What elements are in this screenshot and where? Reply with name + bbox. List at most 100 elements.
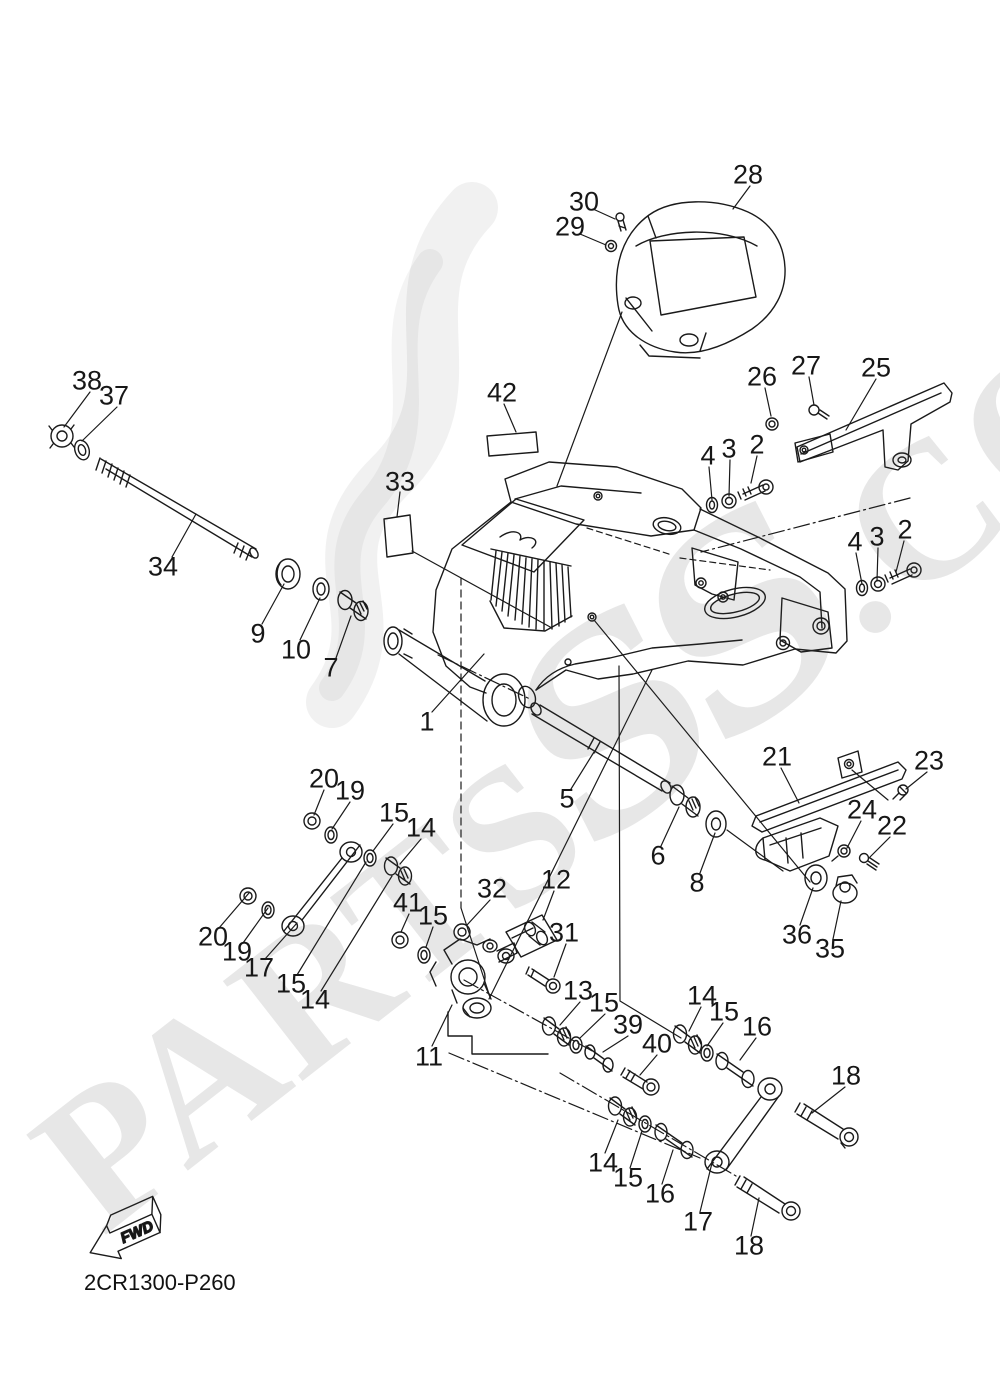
link-arm-17-right (704, 1077, 783, 1174)
needle-bearing-14-c (607, 1096, 638, 1127)
needle-bearing-13 (541, 1016, 572, 1047)
part-label-16: 16 (741, 1011, 773, 1042)
part-label-28: 28 (732, 159, 764, 190)
part-label-2: 2 (897, 514, 913, 545)
guard-screw-27 (808, 404, 830, 420)
washer-8 (705, 810, 727, 838)
washer-37 (73, 439, 91, 461)
part-label-13: 13 (562, 975, 594, 1006)
part-label-17: 17 (243, 952, 275, 983)
part-label-9: 9 (250, 618, 266, 649)
part-label-27: 27 (790, 350, 822, 381)
part-label-34: 34 (147, 551, 179, 582)
castle-nut-38 (48, 424, 75, 449)
part-label-35: 35 (814, 933, 846, 964)
part-label-10: 10 (280, 634, 312, 665)
part-label-16: 16 (644, 1178, 676, 1209)
part-label-26: 26 (746, 361, 778, 392)
part-label-2: 2 (749, 429, 765, 460)
part-label-38: 38 (71, 365, 103, 396)
washer-15-f (638, 1115, 652, 1133)
part-label-7: 7 (323, 652, 339, 683)
cover-bolt-29 (604, 239, 618, 253)
part-label-15: 15 (417, 900, 449, 931)
part-label-19: 19 (221, 936, 253, 967)
label-sticker-42 (486, 431, 539, 457)
part-label-4: 4 (700, 440, 716, 471)
part-label-32: 32 (476, 873, 508, 904)
part-label-14: 14 (405, 812, 437, 843)
cover-screw-30 (615, 212, 627, 232)
nut-20-b (239, 887, 257, 905)
guide-bolt-24 (831, 844, 851, 862)
part-label-1: 1 (419, 706, 435, 737)
watermark-swoosh (306, 182, 498, 728)
part-label-19: 19 (334, 775, 366, 806)
part-label-18: 18 (733, 1230, 765, 1261)
part-label-42: 42 (486, 377, 518, 408)
rear-cover-part-28 (615, 201, 786, 359)
part-label-33: 33 (384, 466, 416, 497)
part-label-8: 8 (689, 867, 705, 898)
collar-16-b (654, 1122, 694, 1160)
part-label-15: 15 (588, 987, 620, 1018)
swingarm-part-1 (383, 461, 848, 727)
part-label-21: 21 (761, 741, 793, 772)
part-label-41: 41 (392, 887, 424, 918)
bolt-40 (620, 1067, 660, 1096)
dust-seal-9 (275, 558, 301, 590)
part-label-20: 20 (308, 763, 340, 794)
collar-16-a (715, 1051, 755, 1089)
washer-15-d (569, 1036, 583, 1054)
part-label-14: 14 (587, 1147, 619, 1178)
part-label-15: 15 (378, 797, 410, 828)
link-arm-17-left (281, 841, 363, 937)
part-label-29: 29 (554, 211, 586, 242)
diagram-code: 2CR1300-P260 (84, 1270, 236, 1295)
part-label-15: 15 (612, 1162, 644, 1193)
washer-10 (312, 577, 330, 601)
part-label-3: 3 (721, 433, 737, 464)
collar-39 (584, 1044, 614, 1073)
bolt-2-set-a (737, 479, 774, 501)
part-label-14: 14 (299, 984, 331, 1015)
needle-bearing-14-b (672, 1024, 703, 1055)
part-label-11: 11 (414, 1041, 444, 1072)
nut-41 (391, 931, 409, 949)
washer-15-a (363, 849, 377, 867)
washer-19-b (261, 901, 275, 919)
part-label-24: 24 (846, 794, 878, 825)
label-sticker-33 (383, 514, 414, 558)
bolt-18-lower (734, 1175, 801, 1221)
part-label-39: 39 (612, 1009, 644, 1040)
washer-19-a (324, 826, 338, 844)
part-label-3: 3 (869, 521, 885, 552)
nut-3-set-a (721, 493, 737, 509)
bolt-2-set-b (884, 562, 922, 585)
part-label-37: 37 (98, 380, 130, 411)
washer-4-set-a (705, 496, 719, 514)
guide-screw-23 (892, 784, 909, 801)
washer-36 (804, 864, 828, 892)
chain-guard-25 (794, 382, 953, 471)
needle-bearing-6 (669, 784, 701, 818)
chain-guide-21 (751, 750, 907, 872)
part-label-36: 36 (781, 919, 813, 950)
part-label-14: 14 (686, 980, 718, 1011)
part-label-18: 18 (830, 1060, 862, 1091)
part-label-31: 31 (548, 917, 580, 948)
part-label-17: 17 (682, 1206, 714, 1237)
needle-bearing-14-a (383, 856, 413, 886)
part-label-6: 6 (650, 840, 666, 871)
part-label-5: 5 (559, 783, 575, 814)
needle-bearing-7 (337, 589, 369, 622)
guide-screw-22 (858, 852, 880, 871)
pivot-shaft-34 (95, 457, 259, 561)
washer-4-set-b (855, 579, 869, 597)
part-label-15: 15 (275, 968, 307, 999)
part-label-15: 15 (708, 996, 740, 1027)
watermark-swoosh-2 (319, 249, 443, 701)
